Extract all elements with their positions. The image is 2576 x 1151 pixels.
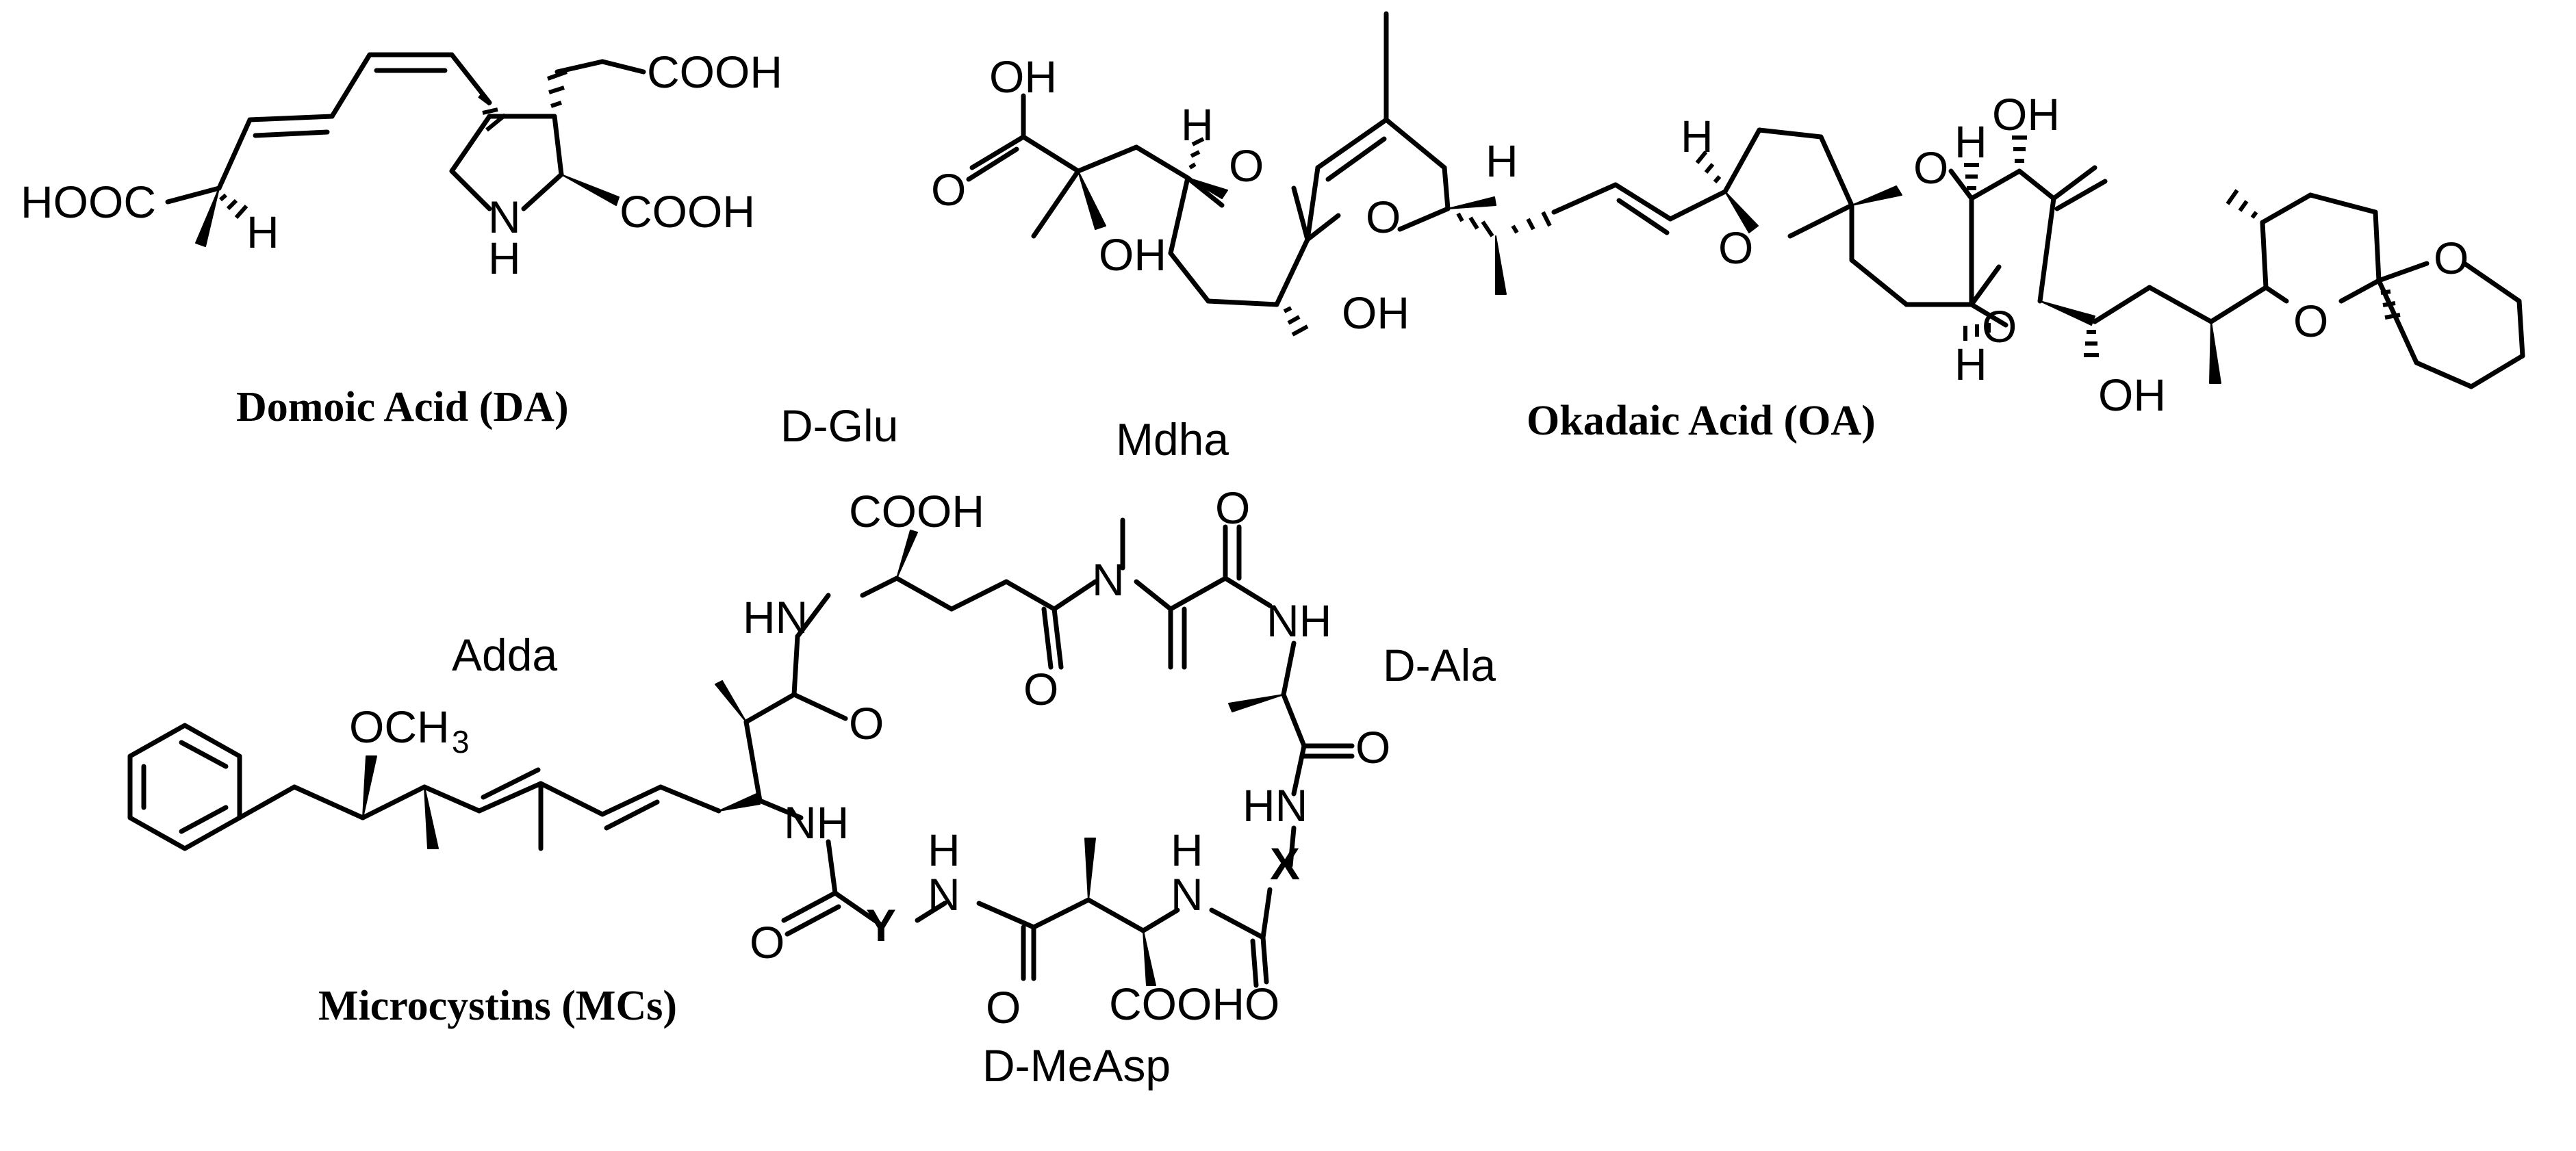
wedge-bond bbox=[195, 187, 220, 247]
wedge-bond bbox=[1228, 694, 1284, 712]
hashed-bond bbox=[219, 193, 248, 219]
hydrogen-label: H bbox=[1954, 339, 1987, 389]
hashed-bond bbox=[1511, 211, 1552, 234]
hashed-bond bbox=[2012, 135, 2027, 163]
wedge-bond bbox=[2209, 321, 2221, 384]
methoxy-label: OCH bbox=[349, 701, 450, 752]
wedge-bond bbox=[1724, 191, 1759, 233]
hashed-bond bbox=[1964, 163, 1979, 190]
amide-nitrogen-label: N bbox=[1171, 869, 1203, 920]
hydrogen-label: H bbox=[928, 825, 960, 875]
amide-nitrogen-label: N bbox=[1092, 554, 1125, 605]
wedge-bond bbox=[1447, 196, 1496, 209]
hydroxyl-label: OH bbox=[1342, 287, 1410, 338]
ring-oxygen-label: O bbox=[1718, 222, 1753, 273]
amine-label: N bbox=[488, 192, 521, 242]
carboxyl-label: HOOC bbox=[21, 177, 156, 227]
ring-oxygen-label: O bbox=[1913, 142, 1948, 193]
wedge-bond bbox=[1143, 930, 1156, 986]
microcystin-structure: OCH 3 NH O HN COOH O N O NH O HN X H N C… bbox=[127, 482, 1390, 1033]
wedge-bond bbox=[2039, 300, 2095, 326]
wedge-bond bbox=[715, 680, 747, 723]
amide-nh-label: HN bbox=[743, 592, 808, 643]
carbonyl-oxygen-label: O bbox=[1023, 664, 1058, 714]
hydrogen-label: H bbox=[1171, 825, 1203, 875]
residue-label-mdha: Mdha bbox=[1116, 414, 1229, 465]
carbonyl-oxygen-label: O bbox=[986, 982, 1021, 1033]
carboxyl-label: COOH bbox=[620, 186, 755, 237]
hashed-bond bbox=[2084, 330, 2099, 357]
ring-oxygen-label: O bbox=[1982, 301, 2017, 352]
wedge-bond bbox=[424, 786, 439, 849]
carbonyl-oxygen-label: O bbox=[1215, 482, 1250, 533]
hydrogen-label: H bbox=[488, 233, 521, 283]
amide-nh-label: HN bbox=[1242, 780, 1308, 831]
amide-nitrogen-label: N bbox=[928, 869, 960, 920]
methoxy-subscript: 3 bbox=[452, 724, 470, 760]
ring-oxygen-label: O bbox=[2293, 296, 2328, 346]
carbonyl-oxygen-label: O bbox=[849, 698, 884, 749]
carboxyl-label: COOH bbox=[647, 47, 782, 97]
wedge-bond bbox=[1495, 235, 1507, 295]
variable-residue-y-label: Y bbox=[866, 900, 896, 950]
carboxyl-label: COOH bbox=[849, 486, 984, 536]
hashed-bond bbox=[2226, 189, 2258, 219]
hydroxyl-label: OH bbox=[2098, 370, 2166, 420]
domoic-acid-structure: COOH HOOC H N H COOH bbox=[21, 47, 782, 283]
wedge-bond bbox=[1077, 170, 1106, 230]
hashed-bond bbox=[1963, 323, 1991, 341]
hydroxyl-label: OH bbox=[1992, 89, 2060, 140]
hashed-bond bbox=[1188, 137, 1205, 170]
amide-nh-label: NH bbox=[784, 797, 849, 848]
hydrogen-label: H bbox=[246, 207, 279, 257]
amide-nh-label: NH bbox=[1266, 595, 1331, 646]
residue-label-d-glu: D-Glu bbox=[780, 400, 898, 451]
hydroxyl-label: OH bbox=[1099, 229, 1166, 280]
hashed-bond bbox=[546, 70, 568, 108]
domoic-acid-caption: Domoic Acid (DA) bbox=[236, 384, 569, 430]
carbonyl-oxygen-label: O bbox=[931, 164, 966, 215]
wedge-bond bbox=[561, 174, 620, 206]
variable-residue-x-label: X bbox=[1270, 838, 1300, 889]
hydrogen-label: H bbox=[1181, 99, 1214, 150]
hydrogen-label: H bbox=[1681, 111, 1713, 161]
okadaic-acid-caption: Okadaic Acid (OA) bbox=[1527, 398, 1876, 444]
microcystins-caption: Microcystins (MCs) bbox=[318, 983, 677, 1029]
ring-oxygen-label: O bbox=[2434, 233, 2469, 283]
ring-oxygen-label: O bbox=[1229, 140, 1264, 191]
residue-label-d-ala: D-Ala bbox=[1383, 640, 1496, 690]
carbonyl-oxygen-label: O bbox=[750, 917, 785, 968]
ring-oxygen-label: O bbox=[1366, 192, 1401, 242]
residue-label-adda: Adda bbox=[452, 630, 557, 680]
wedge-bond bbox=[1187, 177, 1228, 199]
hashed-bond bbox=[1283, 306, 1309, 337]
carboxyl-label: COOHO bbox=[1109, 979, 1279, 1029]
hashed-bond bbox=[2380, 289, 2401, 320]
wedge-bond bbox=[896, 530, 918, 579]
okadaic-acid-structure: OH O OH H O O OH H H O O H OH O H OH O O bbox=[931, 11, 2525, 420]
wedge-bond bbox=[1084, 838, 1096, 901]
wedge-bond bbox=[362, 755, 377, 818]
wedge-bond bbox=[1851, 185, 1902, 206]
hashed-bond bbox=[1456, 212, 1494, 237]
carbonyl-oxygen-label: O bbox=[1355, 722, 1390, 773]
residue-label-d-measp: D-MeAsp bbox=[982, 1040, 1171, 1091]
hydrogen-label: H bbox=[1485, 135, 1518, 186]
hashed-bond bbox=[1695, 151, 1722, 183]
hydroxyl-label: OH bbox=[989, 51, 1057, 102]
hydrogen-label: H bbox=[1954, 116, 1987, 167]
wedge-bond bbox=[718, 793, 761, 812]
